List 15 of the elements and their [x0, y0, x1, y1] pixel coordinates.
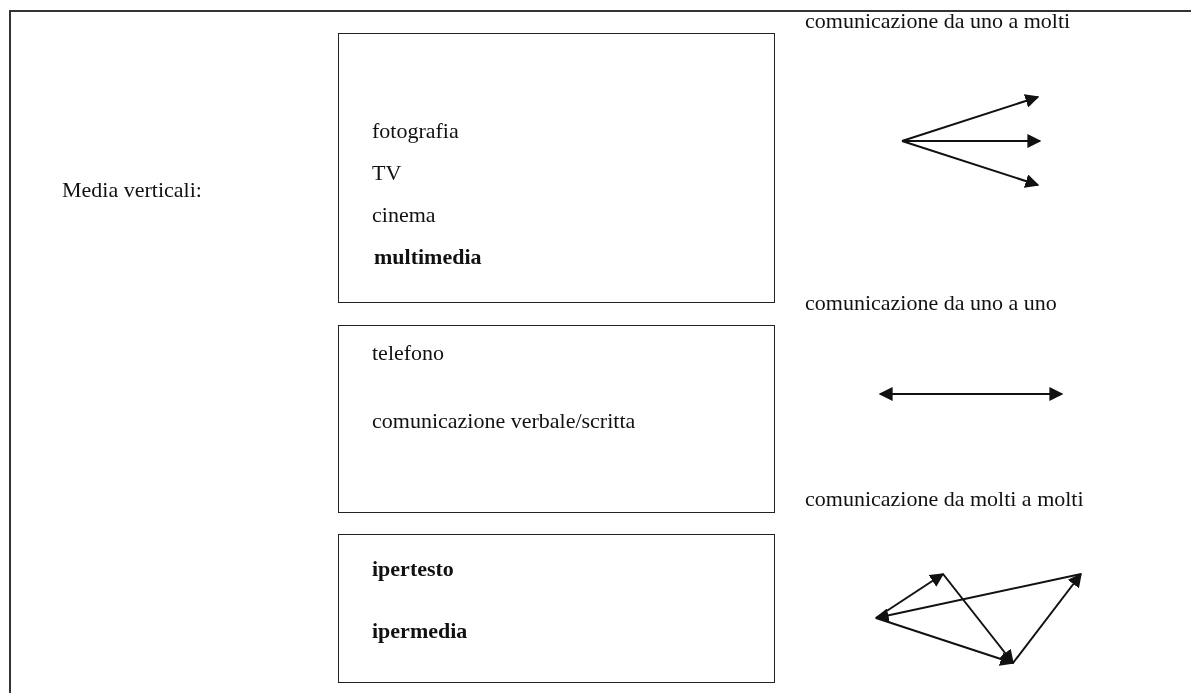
- media-item: ipermedia: [372, 618, 468, 644]
- communication-caption: comunicazione da molti a molti: [805, 486, 1084, 512]
- media-item: cinema: [372, 202, 436, 228]
- media-item: comunicazione verbale/scritta: [372, 408, 636, 434]
- media-item: multimedia: [374, 244, 482, 270]
- media-box: [338, 325, 775, 513]
- communication-caption: comunicazione da uno a molti: [805, 8, 1071, 34]
- media-box: [338, 33, 775, 303]
- media-item: TV: [372, 160, 402, 186]
- media-item: ipertesto: [372, 556, 454, 582]
- communication-caption: comunicazione da uno a uno: [805, 290, 1057, 316]
- media-item: fotografia: [372, 118, 459, 144]
- media-item: telefono: [372, 340, 445, 366]
- media-box: [338, 534, 775, 683]
- row-heading: Media verticali:: [62, 177, 202, 203]
